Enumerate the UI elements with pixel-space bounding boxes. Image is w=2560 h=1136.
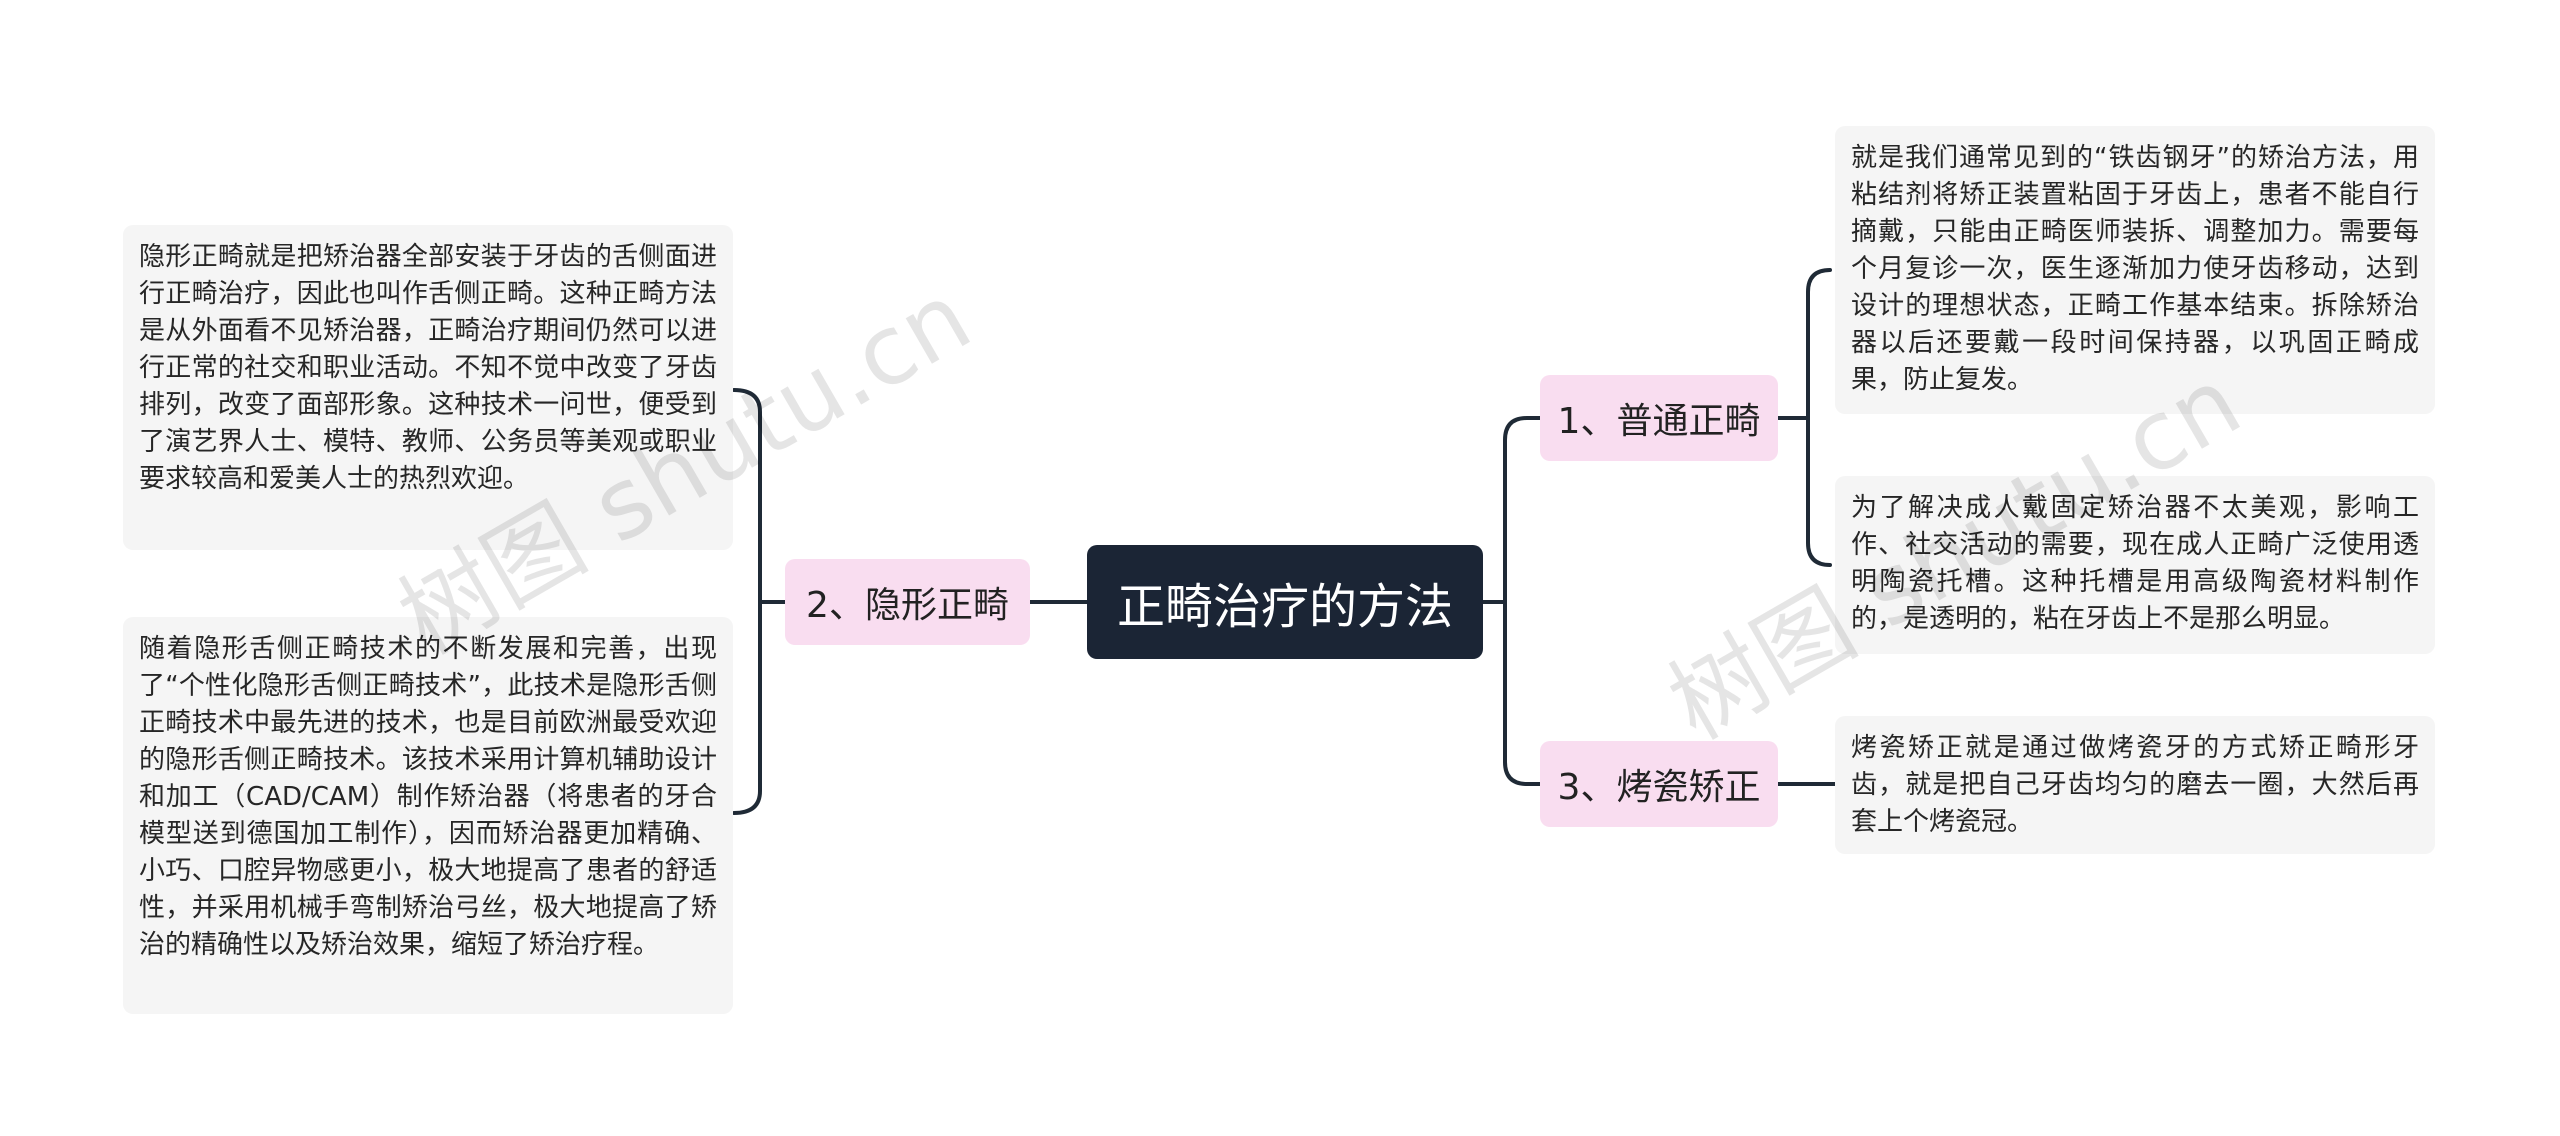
link-normal-leaves: [1776, 268, 1832, 567]
leaf-text: 就是我们通常见到的“铁齿钢牙”的矫治方法，用粘结剂将矫正装置粘固于牙齿上，患者不…: [1851, 143, 2419, 395]
root-node[interactable]: 正畸治疗的方法: [1087, 545, 1483, 659]
branch-label: 3、烤瓷矫正: [1557, 767, 1761, 808]
branch-normal-orthodontics[interactable]: 1、普通正畸: [1540, 375, 1778, 461]
leaf-text: 隐形正畸就是把矫治器全部安装于牙齿的舌侧面进行正畸治疗，因此也叫作舌侧正畸。这种…: [139, 242, 717, 494]
link-root-normal: [1481, 416, 1542, 604]
branch-porcelain-correction[interactable]: 3、烤瓷矫正: [1540, 741, 1778, 827]
branch-invisible-orthodontics[interactable]: 2、隐形正畸: [785, 559, 1030, 645]
link-invisible-leaves: [732, 388, 787, 815]
branch-label: 2、隐形正畸: [806, 585, 1009, 626]
link-root-porcelain: [1481, 600, 1542, 786]
leaf-invisible-2[interactable]: 随着隐形舌侧正畸技术的不断发展和完善，出现了“个性化隐形舌侧正畸技术”，此技术是…: [123, 617, 733, 1014]
branch-label: 1、普通正畸: [1557, 401, 1761, 442]
leaf-normal-1[interactable]: 就是我们通常见到的“铁齿钢牙”的矫治方法，用粘结剂将矫正装置粘固于牙齿上，患者不…: [1835, 126, 2435, 414]
leaf-invisible-1[interactable]: 隐形正畸就是把矫治器全部安装于牙齿的舌侧面进行正畸治疗，因此也叫作舌侧正畸。这种…: [123, 225, 733, 550]
leaf-normal-2[interactable]: 为了解决成人戴固定矫治器不太美观，影响工作、社交活动的需要，现在成人正畸广泛使用…: [1835, 476, 2435, 654]
leaf-text: 随着隐形舌侧正畸技术的不断发展和完善，出现了“个性化隐形舌侧正畸技术”，此技术是…: [139, 634, 717, 960]
root-label: 正畸治疗的方法: [1116, 579, 1453, 635]
leaf-porcelain-1[interactable]: 烤瓷矫正就是通过做烤瓷牙的方式矫正畸形牙齿，就是把自己牙齿均匀的磨去一圈，大然后…: [1835, 716, 2435, 854]
leaf-text: 烤瓷矫正就是通过做烤瓷牙的方式矫正畸形牙齿，就是把自己牙齿均匀的磨去一圈，大然后…: [1851, 733, 2419, 837]
leaf-text: 为了解决成人戴固定矫治器不太美观，影响工作、社交活动的需要，现在成人正畸广泛使用…: [1851, 493, 2419, 634]
